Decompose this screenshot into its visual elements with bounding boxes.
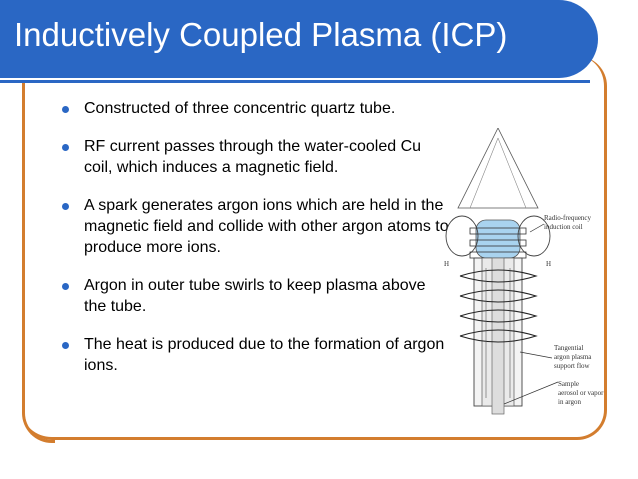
slide-frame bbox=[22, 56, 607, 440]
sample-pointer-line bbox=[503, 381, 559, 405]
bullet-text: Argon in outer tube swirls to keep plasm… bbox=[84, 277, 426, 315]
bullet-text: RF current passes through the water-cool… bbox=[84, 138, 422, 176]
plasma-flame-inner bbox=[469, 137, 527, 209]
inner-tube bbox=[491, 257, 505, 415]
slide-frame-left bbox=[22, 80, 55, 443]
plasma-flame-outline bbox=[457, 128, 539, 209]
icp-torch-diagram: Radio-frequency induction coil Tangentia… bbox=[444, 128, 604, 415]
bullet-text: The heat is produced due to the formatio… bbox=[84, 336, 445, 374]
label-coil-1: Radio-frequency bbox=[544, 214, 592, 222]
bullet-item: Argon in outer tube swirls to keep plasm… bbox=[62, 275, 452, 317]
bullet-dot-icon bbox=[62, 342, 69, 349]
label-flow-1: Tangential bbox=[554, 344, 583, 352]
coil-pointer-line bbox=[529, 223, 545, 233]
title-bar: Inductively Coupled Plasma (ICP) bbox=[0, 0, 598, 78]
label-sample-3: in argon bbox=[558, 398, 582, 406]
bullet-item: The heat is produced due to the formatio… bbox=[62, 334, 452, 376]
helical-coil bbox=[459, 269, 538, 343]
bullet-text: A spark generates argon ions which are h… bbox=[84, 197, 449, 256]
bullet-dot-icon bbox=[62, 106, 69, 113]
coil-band bbox=[469, 227, 527, 235]
bullet-dot-icon bbox=[62, 144, 69, 151]
bullet-item: RF current passes through the water-cool… bbox=[62, 136, 452, 178]
label-flow-3: support flow bbox=[554, 362, 591, 370]
bullet-list: Constructed of three concentric quartz t… bbox=[62, 98, 452, 393]
bullet-item: A spark generates argon ions which are h… bbox=[62, 195, 452, 258]
label-sample-1: Sample bbox=[558, 380, 579, 388]
bullet-text: Constructed of three concentric quartz t… bbox=[84, 100, 396, 117]
bullet-item: Constructed of three concentric quartz t… bbox=[62, 98, 452, 119]
magnetic-field-left bbox=[445, 215, 479, 257]
slide-title: Inductively Coupled Plasma (ICP) bbox=[14, 16, 508, 53]
title-underline bbox=[0, 80, 590, 83]
label-flow-2: argon plasma bbox=[554, 353, 592, 361]
coil-band bbox=[469, 239, 527, 247]
label-h-left: H bbox=[444, 260, 449, 268]
label-coil-2: induction coil bbox=[544, 223, 583, 231]
bullet-dot-icon bbox=[62, 283, 69, 290]
label-sample-2: aerosol or vapor bbox=[558, 389, 604, 397]
label-h-right: H bbox=[546, 260, 551, 268]
bullet-dot-icon bbox=[62, 203, 69, 210]
magnetic-field-right bbox=[517, 215, 551, 257]
flow-pointer-line bbox=[519, 351, 553, 359]
